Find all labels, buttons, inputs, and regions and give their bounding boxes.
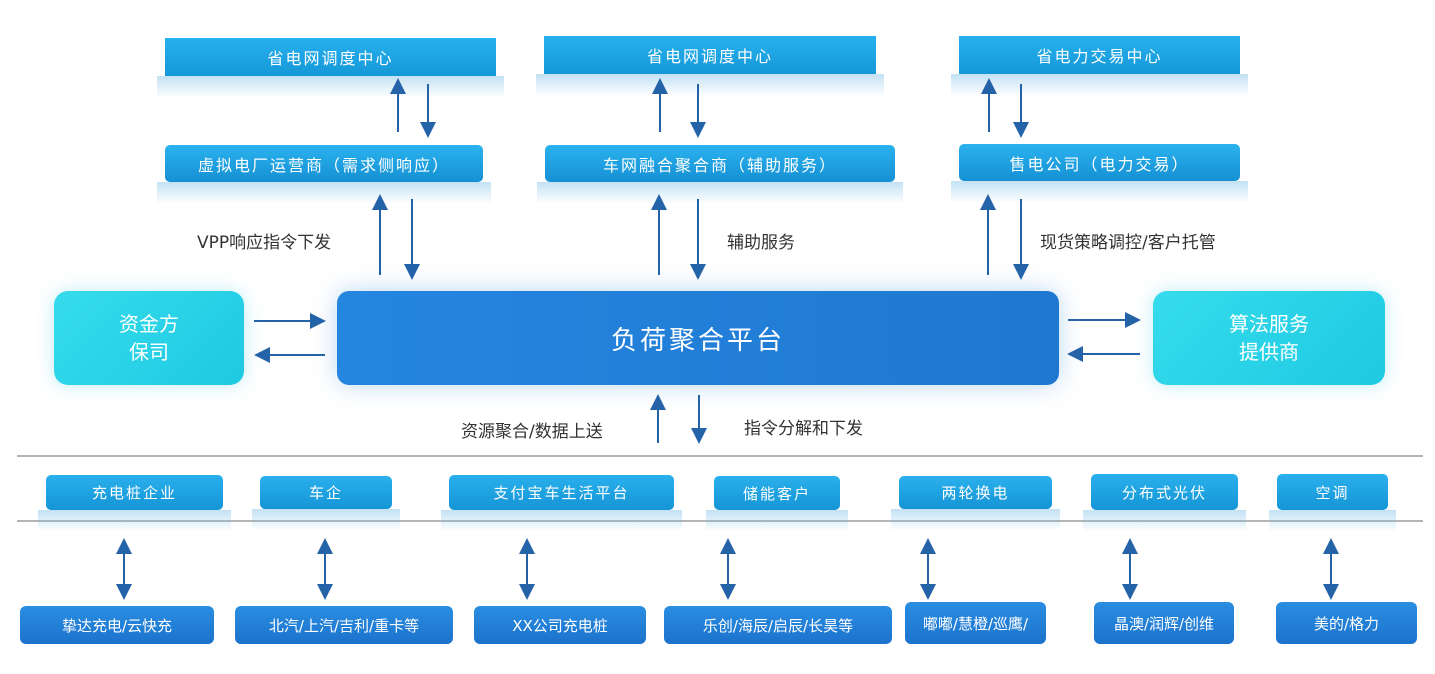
leaf-label: 北汽/上汽/吉利/重卡等: [268, 616, 420, 635]
leaf-two-wheeler-brands: 嘟嘟/慧橙/巡鹰/: [905, 602, 1046, 644]
category-label: 分布式光伏: [1121, 483, 1207, 502]
category-label: 空调: [1315, 483, 1350, 502]
leaf-ac-brands: 美的/格力: [1276, 602, 1417, 644]
category-label: 支付宝车生活平台: [493, 484, 630, 502]
node-label-line2: 提供商: [1239, 340, 1299, 364]
category-charging-pile: 充电桩企业: [38, 475, 231, 532]
node-v2g-aggregator: 车网融合聚合商（辅助服务）: [537, 145, 903, 204]
category-distributed-pv: 分布式光伏: [1083, 474, 1246, 532]
category-label: 两轮换电: [941, 484, 1010, 502]
node-label-line1: 资金方: [119, 312, 179, 336]
leaf-label: XX公司充电桩: [512, 616, 608, 635]
node-load-aggregation-platform: 负荷聚合平台: [337, 291, 1059, 385]
category-energy-storage: 储能客户: [706, 476, 848, 532]
divider-top: [17, 455, 1423, 457]
node-label: 省电力交易中心: [1036, 47, 1163, 66]
flow-label-spot: 现货策略调控/客户托管: [1040, 233, 1216, 253]
category-two-wheeler-swap: 两轮换电: [891, 476, 1060, 531]
node-grid-dispatch-1: 省电网调度中心: [157, 38, 504, 98]
category-automaker: 车企: [252, 476, 400, 531]
node-label: 负荷聚合平台: [610, 325, 785, 356]
node-funding-insurance: 资金方 保司: [54, 291, 244, 385]
flow-label-up: 资源聚合/数据上送: [461, 422, 603, 442]
category-alipay-car-life: 支付宝车生活平台: [441, 475, 682, 532]
divider-bottom: [17, 520, 1423, 522]
leaf-label: 晶澳/润辉/创维: [1113, 614, 1215, 633]
leaf-storage-brands: 乐创/海辰/启辰/长昊等: [664, 606, 892, 644]
flow-label-down: 指令分解和下发: [744, 419, 863, 439]
flow-label-vpp: VPP响应指令下发: [197, 233, 332, 253]
node-vpp-operator: 虚拟电厂运营商（需求侧响应）: [157, 145, 491, 204]
node-label-line2: 保司: [129, 340, 169, 364]
node-label: 虚拟电厂运营商（需求侧响应）: [197, 155, 450, 175]
leaf-label: 美的/格力: [1313, 614, 1380, 633]
node-power-trading-center: 省电力交易中心: [951, 36, 1248, 96]
category-label: 储能客户: [742, 484, 811, 503]
leaf-label: 嘟嘟/慧橙/巡鹰/: [922, 614, 1029, 633]
flow-label-aux: 辅助服务: [727, 233, 795, 253]
leaf-xx-charging: XX公司充电桩: [474, 606, 646, 644]
leaf-charging-brands: 挚达充电/云快充: [20, 606, 214, 644]
leaf-label: 乐创/海辰/启辰/长昊等: [702, 616, 854, 635]
node-label-line1: 算法服务: [1229, 312, 1309, 336]
category-air-conditioner: 空调: [1269, 474, 1396, 532]
node-label: 省电网调度中心: [646, 47, 773, 66]
category-label: 车企: [308, 484, 343, 502]
leaf-pv-brands: 晶澳/润辉/创维: [1094, 602, 1234, 644]
node-label: 车网融合聚合商（辅助服务）: [602, 155, 837, 175]
leaf-label: 挚达充电/云快充: [61, 616, 173, 635]
leaf-automaker-brands: 北汽/上汽/吉利/重卡等: [235, 606, 453, 644]
node-label: 省电网调度中心: [267, 49, 394, 68]
category-label: 充电桩企业: [91, 484, 177, 502]
node-grid-dispatch-2: 省电网调度中心: [536, 36, 884, 96]
node-label: 售电公司（电力交易）: [1009, 154, 1190, 174]
node-retail-electric-company: 售电公司（电力交易）: [951, 144, 1248, 203]
node-algorithm-provider: 算法服务 提供商: [1153, 291, 1385, 385]
